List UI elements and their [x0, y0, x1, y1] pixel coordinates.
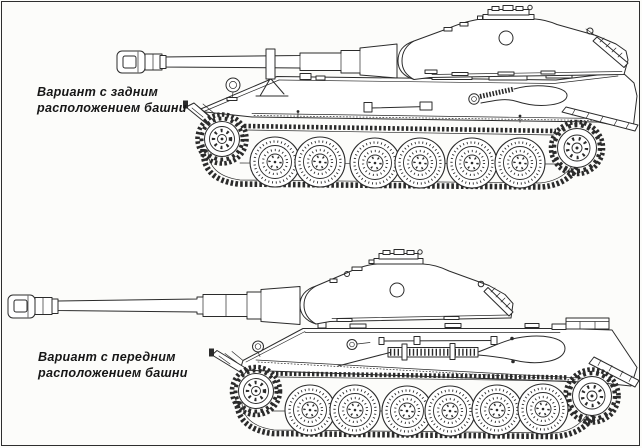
- caption-front-turret-variant: Вариант с передним расположением башни: [38, 350, 188, 381]
- tank2-tow-cable: [337, 335, 566, 367]
- tank2-hull-tools: [337, 335, 566, 367]
- caption-line: расположением башни: [38, 365, 188, 380]
- tank2-front-idler: [233, 368, 279, 414]
- tank2-turret: [299, 249, 514, 325]
- tank1-cupola: [477, 4, 535, 20]
- tank2-front-mudguard: [209, 348, 249, 375]
- tank1-gun: [116, 43, 398, 97]
- tank1-hull-tools: [363, 85, 568, 113]
- tank2-gun: [7, 286, 301, 325]
- tank1-hull: [183, 71, 639, 132]
- tank1-barrel-travel-lock: [255, 48, 289, 97]
- tank2-rear-stowage-rack: [477, 280, 514, 317]
- tank2-spare-cable-reel: [387, 343, 479, 361]
- tank2-shackle: [346, 339, 371, 350]
- tank1-drive-sprocket: [554, 125, 600, 171]
- caption-rear-turret-variant: Вариант с задним расположением башни: [37, 85, 187, 116]
- tank2-headlight: [252, 340, 264, 357]
- tank1-rear-stowage-rack: [585, 27, 629, 68]
- tank1-headlight: [225, 77, 241, 101]
- tank2-pistol-port: [389, 282, 405, 298]
- tank2-running-gear: [229, 364, 621, 440]
- tank2-muzzle-brake: [7, 294, 59, 319]
- tank1-rear-mudguard: [561, 106, 639, 132]
- caption-line: Вариант с задним: [37, 85, 159, 99]
- tank1-pistol-port: [498, 30, 514, 46]
- tank1-tow-cable: [468, 85, 568, 106]
- caption-line: Вариант с передним: [38, 350, 176, 364]
- drawing-front-turret-variant: [7, 249, 640, 440]
- tank1-turret: [397, 4, 629, 80]
- tank2-exhaust-box: [551, 317, 610, 330]
- caption-line: расположением башни: [37, 100, 187, 115]
- tank2-road-wheels: [283, 382, 570, 438]
- drawing-rear-turret-variant: [116, 4, 639, 190]
- tank1-running-gear: [195, 112, 606, 190]
- tank2-track: [229, 364, 621, 440]
- tank1-muzzle-brake: [116, 50, 167, 74]
- tank2-rear-mudguard: [588, 356, 640, 388]
- tank2-cupola: [368, 249, 424, 265]
